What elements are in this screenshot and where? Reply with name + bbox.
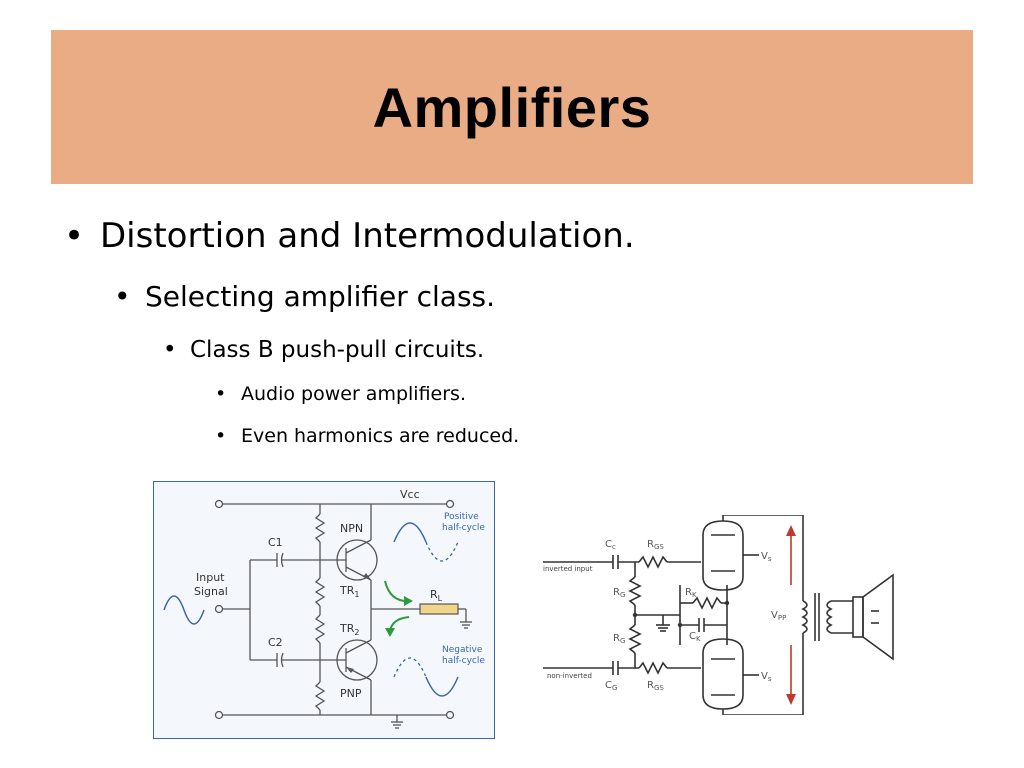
negative-label-1: Negative [442, 645, 483, 655]
push-pull-tube-diagram: Cc RGS inverted input RG RK CK RG non-in… [535, 514, 915, 716]
rgs-top-label: RGS [647, 539, 664, 551]
vpp-label: VPP [771, 610, 786, 622]
cc-bottom-label: CG [605, 680, 617, 692]
bullet-marker: • [163, 337, 177, 363]
bullet-marker: • [215, 425, 227, 447]
npn-label: NPN [340, 522, 363, 535]
rk-label: RK [685, 587, 697, 599]
negative-label-2: half-cycle [442, 656, 485, 666]
c1-label: C1 [268, 536, 283, 549]
pnp-label: PNP [340, 687, 362, 700]
bullet-marker: • [215, 383, 227, 405]
bullet-text: Class B push-pull circuits. [190, 337, 485, 363]
rl-label: RL [430, 588, 443, 603]
input-label-2: Signal [194, 585, 228, 598]
rgs-bottom-label: RGS [647, 680, 664, 692]
vs-top-label: Vs [761, 551, 772, 563]
tr1-label: TR1 [339, 584, 359, 599]
bullet-text: Distortion and Intermodulation. [100, 216, 635, 256]
non-inverted-label: non-inverted [547, 672, 592, 680]
c2-label: C2 [268, 636, 283, 649]
rg1-label: RG [613, 587, 625, 599]
vs-bottom-label: Vs [761, 671, 772, 683]
bullet-text: Even harmonics are reduced. [241, 425, 520, 447]
input-label-1: Input [196, 571, 225, 584]
bullet-text: Audio power amplifiers. [241, 383, 466, 405]
title-bar: Amplifiers [51, 30, 973, 184]
slide-title: Amplifiers [372, 75, 652, 139]
bullet-text: Selecting amplifier class. [145, 280, 496, 313]
bullet-level-1: • Distortion and Intermodulation. [64, 216, 635, 256]
transistor-circuit-svg: Vcc C1 C2 Input Signal NPN PNP TR1 TR2 R… [163, 488, 485, 729]
bullet-marker: • [64, 216, 85, 256]
bullet-level-4: • Audio power amplifiers. [215, 383, 466, 405]
cc-top-label: Cc [605, 539, 616, 551]
inverted-input-label: inverted input [543, 565, 593, 573]
positive-label-2: half-cycle [442, 523, 485, 533]
rg2-label: RG [613, 633, 625, 645]
vcc-label: Vcc [400, 488, 420, 501]
bullet-level-4: • Even harmonics are reduced. [215, 425, 519, 447]
bullet-marker: • [114, 280, 131, 313]
tube-circuit-svg: Cc RGS inverted input RG RK CK RG non-in… [543, 514, 894, 716]
tr2-label: TR2 [339, 622, 359, 637]
bullet-level-3: • Class B push-pull circuits. [163, 337, 484, 363]
bullet-level-2: • Selecting amplifier class. [114, 280, 495, 313]
push-pull-transistor-diagram: Vcc C1 C2 Input Signal NPN PNP TR1 TR2 R… [153, 481, 495, 739]
ck-label: CK [689, 631, 701, 643]
positive-label-1: Positive [444, 512, 479, 522]
